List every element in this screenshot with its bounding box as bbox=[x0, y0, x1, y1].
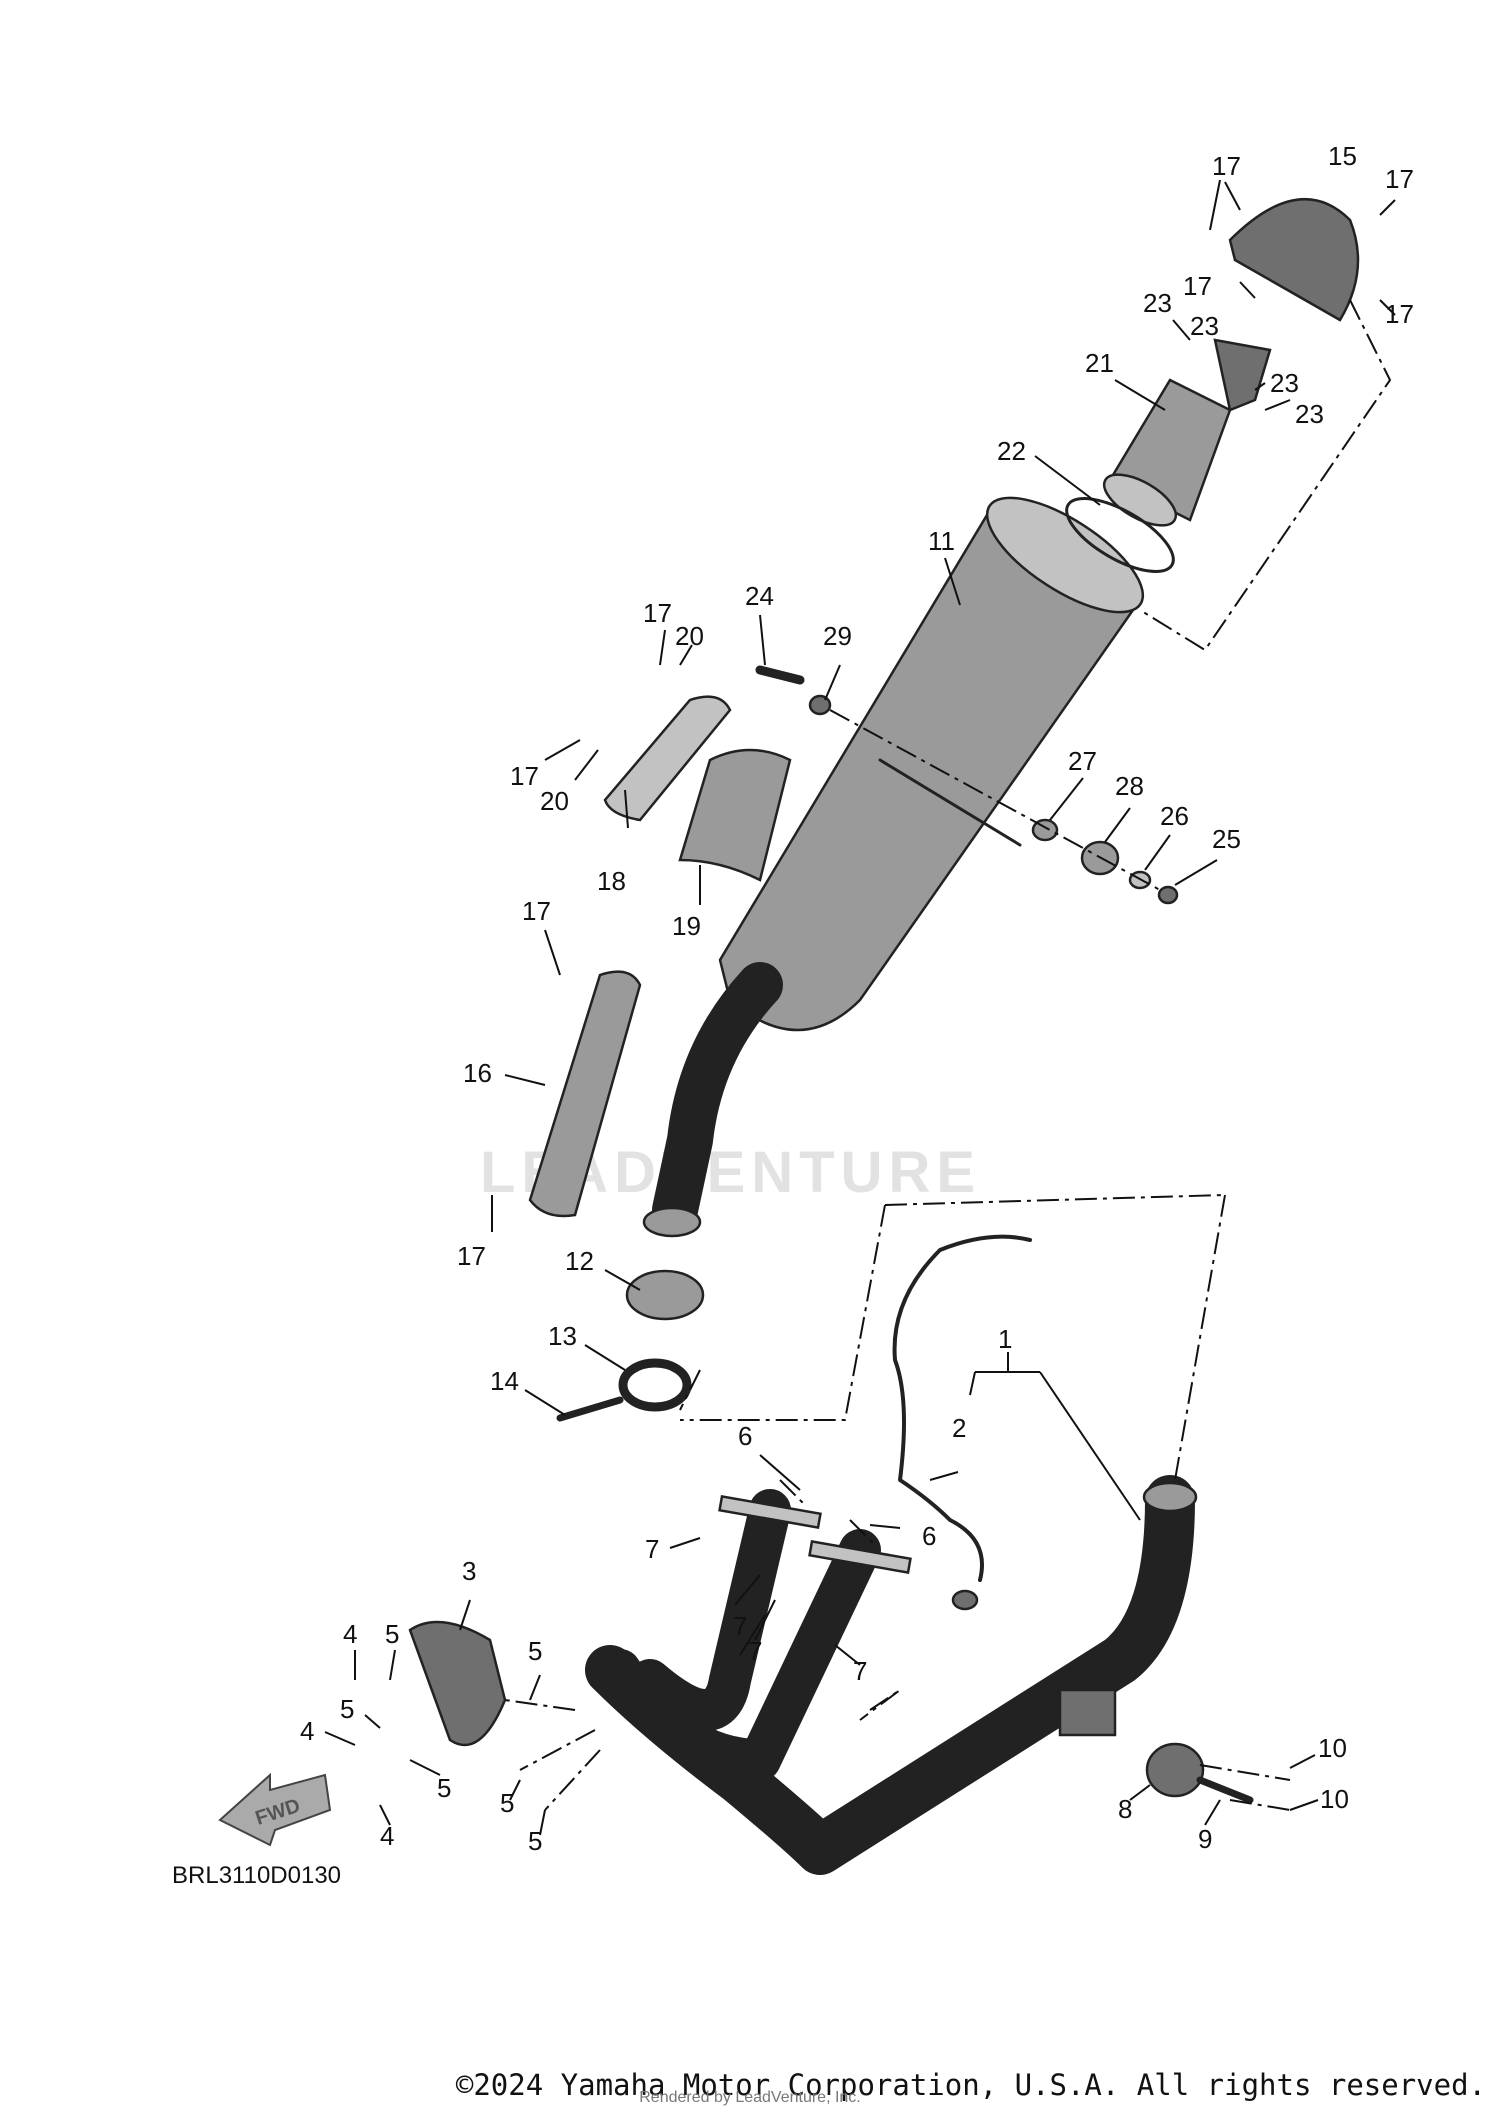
callout-11: 11 bbox=[928, 526, 955, 556]
callout-28: 28 bbox=[1115, 771, 1144, 801]
flange-front bbox=[718, 1494, 822, 1530]
callout-2: 2 bbox=[952, 1413, 966, 1443]
copyright-text: ©2024 Yamaha Motor Corporation, U.S.A. A… bbox=[455, 2068, 1486, 2102]
callout-19: 19 bbox=[672, 911, 701, 941]
heat-protector bbox=[528, 970, 642, 1218]
callout-17: 17 bbox=[1183, 271, 1212, 301]
flange-rear bbox=[808, 1539, 912, 1575]
washer-29 bbox=[808, 694, 832, 716]
callout-17: 17 bbox=[457, 1241, 486, 1271]
callout-10: 10 bbox=[1318, 1733, 1347, 1763]
muffler-link-pipe bbox=[642, 962, 783, 1238]
callout-23: 23 bbox=[1143, 288, 1172, 318]
callout-5: 5 bbox=[340, 1694, 354, 1724]
callout-15: 15 bbox=[1328, 141, 1357, 171]
nut-25 bbox=[1157, 885, 1179, 905]
callout-20: 20 bbox=[540, 786, 569, 816]
header-protector bbox=[408, 1620, 507, 1747]
o2-sensor-lead bbox=[892, 1234, 1032, 1582]
callout-5: 5 bbox=[500, 1788, 514, 1818]
mount-bracket bbox=[1145, 1742, 1205, 1798]
callout-13: 13 bbox=[548, 1321, 577, 1351]
bracket bbox=[603, 695, 732, 822]
callout-4: 4 bbox=[380, 1821, 394, 1851]
diagram-code: BRL3110D0130 bbox=[172, 1862, 341, 1889]
mount-bolt bbox=[755, 665, 805, 685]
callout-14: 14 bbox=[490, 1366, 519, 1396]
callout-26: 26 bbox=[1160, 801, 1189, 831]
callout-6: 6 bbox=[922, 1521, 936, 1551]
clamp-bolt bbox=[556, 1396, 624, 1422]
callout-25: 25 bbox=[1212, 824, 1241, 854]
mount-bolt-9 bbox=[1196, 1776, 1254, 1804]
end-cap bbox=[1228, 198, 1360, 322]
callout-7: 7 bbox=[748, 1636, 762, 1666]
callout-23: 23 bbox=[1295, 399, 1324, 429]
callout-17: 17 bbox=[1212, 151, 1241, 181]
callout-3: 3 bbox=[462, 1556, 476, 1586]
callout-8: 8 bbox=[1118, 1794, 1132, 1824]
fwd-arrow: FWD bbox=[218, 1772, 332, 1847]
callout-5: 5 bbox=[385, 1619, 399, 1649]
callout-17: 17 bbox=[1385, 164, 1414, 194]
callout-9: 9 bbox=[1198, 1824, 1212, 1854]
joint-gasket bbox=[625, 1269, 705, 1321]
callout-17: 17 bbox=[643, 598, 672, 628]
callout-6: 6 bbox=[738, 1421, 752, 1451]
callout-5: 5 bbox=[528, 1826, 542, 1856]
tail-pipe bbox=[1102, 338, 1272, 527]
callout-24: 24 bbox=[745, 581, 774, 611]
protector bbox=[678, 748, 792, 882]
callout-12: 12 bbox=[565, 1246, 594, 1276]
callout-29: 29 bbox=[823, 621, 852, 651]
callout-17: 17 bbox=[510, 761, 539, 791]
callout-10: 10 bbox=[1320, 1784, 1349, 1814]
gasket bbox=[1065, 497, 1175, 573]
rendered-by-text: Rendered by LeadVenture, Inc. bbox=[639, 2089, 861, 2106]
callout-1: 1 bbox=[998, 1324, 1012, 1354]
callout-20: 20 bbox=[675, 621, 704, 651]
callout-23: 23 bbox=[1190, 311, 1219, 341]
callout-5: 5 bbox=[528, 1636, 542, 1666]
clamp bbox=[618, 1358, 692, 1412]
callout-17: 17 bbox=[522, 896, 551, 926]
callout-18: 18 bbox=[597, 866, 626, 896]
callout-17: 17 bbox=[1385, 299, 1414, 329]
callout-7: 7 bbox=[733, 1611, 747, 1641]
callout-7: 7 bbox=[853, 1656, 867, 1686]
callout-4: 4 bbox=[300, 1716, 314, 1746]
header-pipes bbox=[585, 1475, 1198, 1875]
callout-27: 27 bbox=[1068, 746, 1097, 776]
callout-16: 16 bbox=[463, 1058, 492, 1088]
callout-7: 7 bbox=[645, 1534, 659, 1564]
callout-21: 21 bbox=[1085, 348, 1114, 378]
o2-sensor bbox=[951, 1589, 979, 1611]
callout-5: 5 bbox=[437, 1773, 451, 1803]
callout-23: 23 bbox=[1270, 368, 1299, 398]
callout-22: 22 bbox=[997, 436, 1026, 466]
callout-4: 4 bbox=[343, 1619, 357, 1649]
